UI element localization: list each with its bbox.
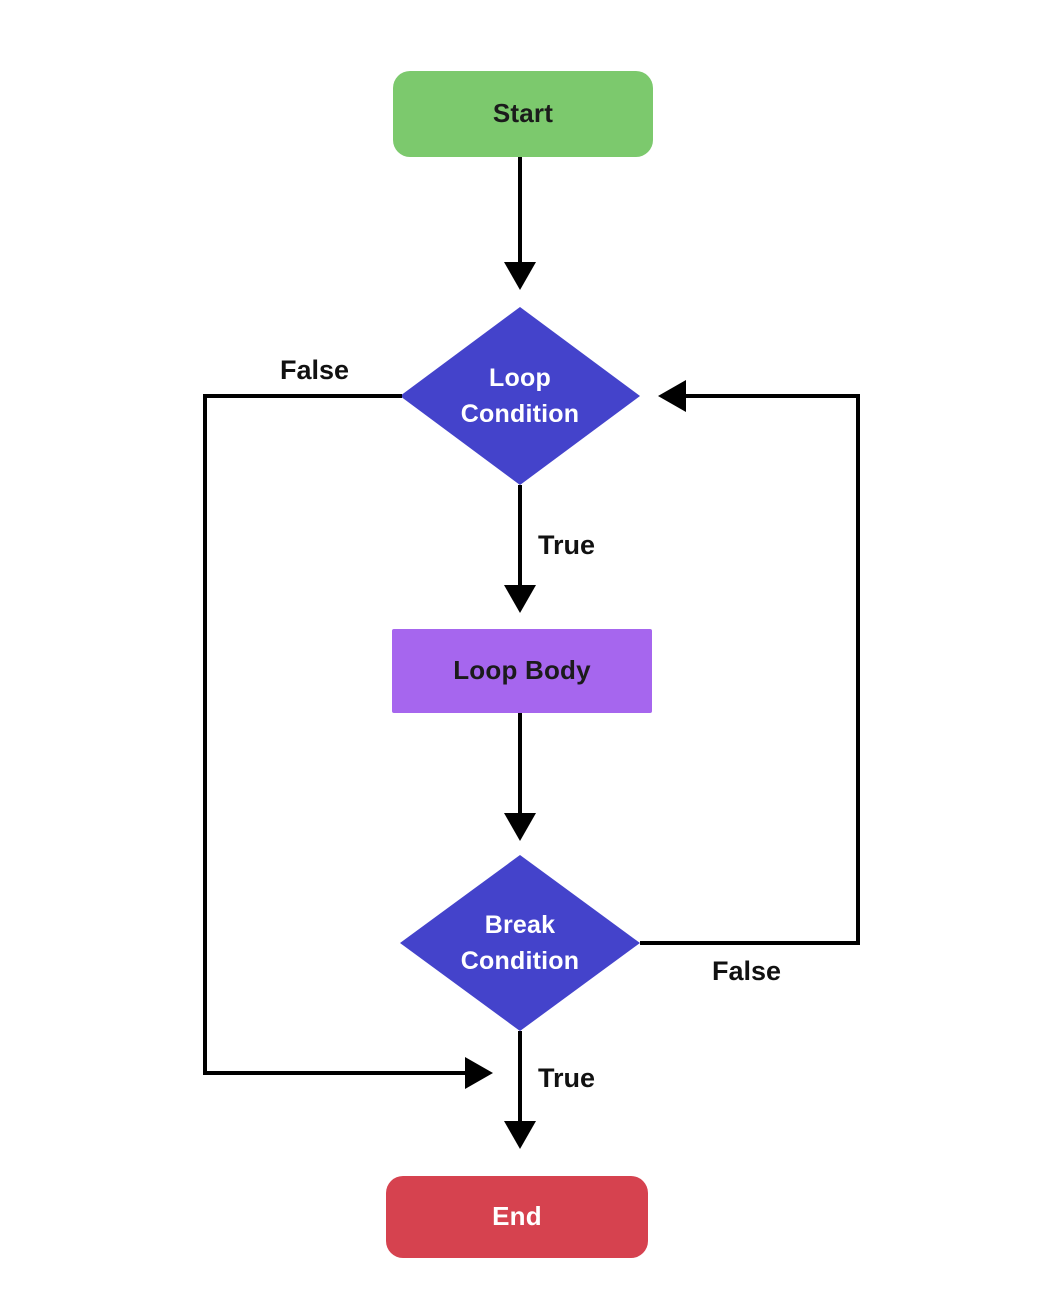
edge-break-condition-to-end xyxy=(518,1031,522,1121)
loop-body-node: Loop Body xyxy=(392,629,652,713)
edge-loop-condition-false-join xyxy=(203,1071,465,1075)
break-condition-node: Break Condition xyxy=(400,855,640,1031)
loop-body-node-label: Loop Body xyxy=(453,655,591,686)
edge-loop-body-to-break-condition xyxy=(518,713,522,813)
edge-loop-condition-to-loop-body xyxy=(518,485,522,585)
end-node: End xyxy=(386,1176,648,1258)
loop-condition-node: Loop Condition xyxy=(400,307,640,485)
end-node-label: End xyxy=(492,1201,542,1232)
loop-condition-node-label: Loop Condition xyxy=(460,363,580,428)
start-node-label: Start xyxy=(492,98,554,129)
break-condition-node-label: Break Condition xyxy=(460,910,580,975)
arrowhead-down-icon xyxy=(504,1121,536,1149)
arrowhead-down-icon xyxy=(504,813,536,841)
arrowhead-right-icon xyxy=(465,1057,493,1089)
edge-break-condition-false-horizontal xyxy=(640,941,860,945)
edge-label-break-condition-false: False xyxy=(712,956,782,986)
arrowhead-left-icon xyxy=(658,380,686,412)
arrowhead-down-icon xyxy=(504,262,536,290)
edge-label-break-condition-true: True xyxy=(538,1063,596,1093)
start-node: Start xyxy=(393,71,653,157)
edge-label-loop-condition-false: False xyxy=(280,355,350,385)
edge-loop-condition-false-horizontal xyxy=(203,394,402,398)
arrowhead-down-icon xyxy=(504,585,536,613)
edge-break-condition-false-return xyxy=(686,394,858,398)
edge-label-loop-condition-true: True xyxy=(538,530,596,560)
edge-start-to-loop-condition xyxy=(518,157,522,263)
edge-break-condition-false-vertical xyxy=(856,394,860,945)
edge-loop-condition-false-vertical xyxy=(203,394,207,1075)
